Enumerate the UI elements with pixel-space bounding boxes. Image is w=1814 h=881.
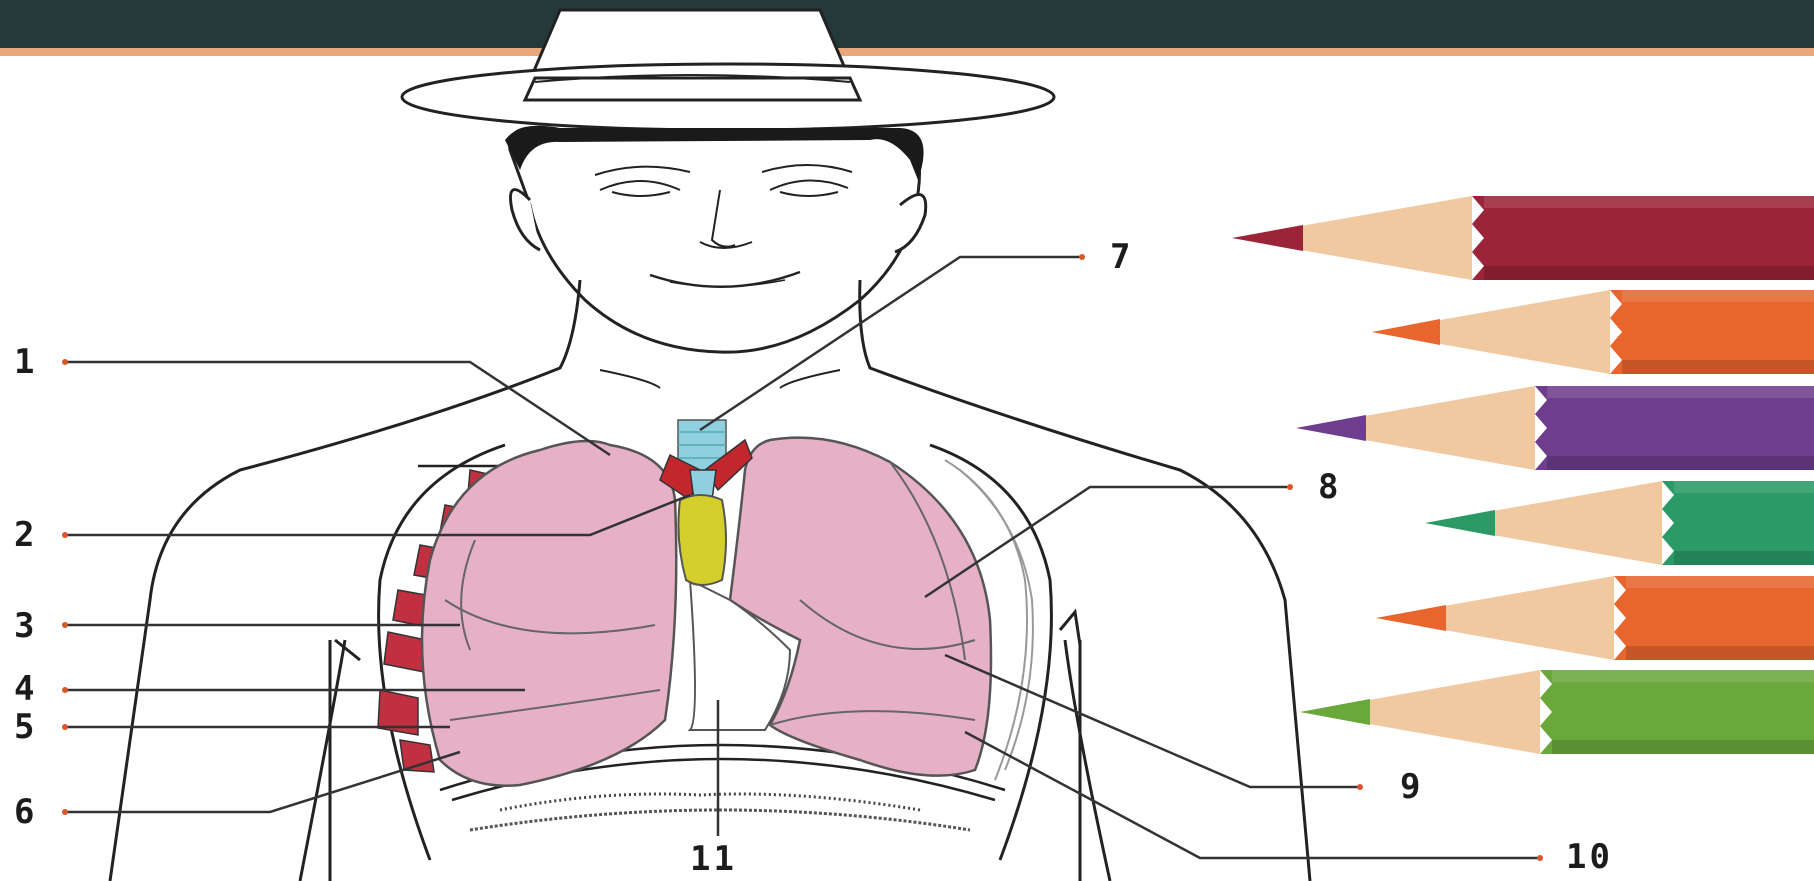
right-lung: [422, 441, 676, 786]
pencil-highlight: [1626, 576, 1814, 588]
pencil-lead: [1425, 510, 1495, 536]
pencil-highlight: [1547, 386, 1814, 398]
pencil-lead: [1300, 699, 1370, 725]
label-5: 5: [14, 707, 37, 747]
pencil-6: [1300, 670, 1814, 754]
pencil-shadow: [1552, 740, 1814, 754]
pencil-lead: [1376, 605, 1446, 631]
pencil-shadow: [1547, 456, 1814, 470]
hat: [402, 10, 1054, 130]
pencil-shadow: [1484, 266, 1814, 280]
label-7: 7: [1110, 237, 1133, 277]
pencil-5: [1376, 576, 1814, 660]
head: [505, 126, 926, 352]
pencil-shadow: [1622, 360, 1814, 374]
pencil-highlight: [1552, 670, 1814, 682]
pencil-3: [1296, 386, 1814, 470]
label-1: 1: [14, 342, 37, 382]
label-8: 8: [1318, 467, 1341, 507]
label-6: 6: [14, 792, 37, 832]
label-4: 4: [14, 669, 37, 709]
label-9: 9: [1400, 767, 1423, 807]
pencil-highlight: [1674, 481, 1814, 493]
pencil-highlight: [1622, 290, 1814, 302]
pencil-lead: [1232, 225, 1303, 251]
pencil-lead: [1372, 319, 1440, 345]
pencil-shadow: [1626, 646, 1814, 660]
thymus: [678, 495, 726, 585]
pencil-1: [1232, 196, 1814, 280]
label-11: 11: [690, 839, 737, 879]
label-3: 3: [14, 606, 37, 646]
pencil-2: [1372, 290, 1814, 374]
label-10: 10: [1566, 837, 1613, 877]
label-2: 2: [14, 515, 37, 555]
diaphragm-texture: [500, 794, 920, 810]
pencil-4: [1425, 481, 1814, 565]
pencil-shadow: [1674, 551, 1814, 565]
pencil-lead: [1296, 415, 1366, 441]
pencil-highlight: [1484, 196, 1814, 208]
